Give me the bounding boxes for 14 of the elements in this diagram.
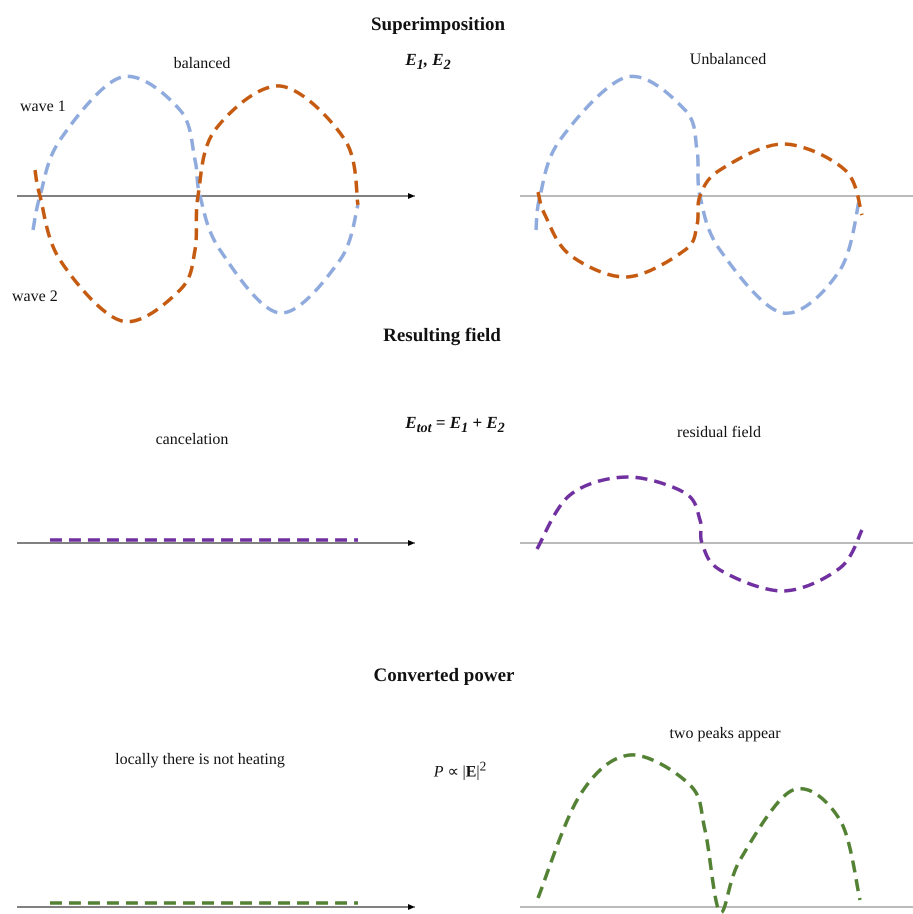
section-heading: Converted power	[374, 665, 514, 687]
section-heading: Resulting field	[383, 325, 501, 347]
plot-label: residual field	[677, 424, 761, 442]
plot-label: two peaks appear	[669, 725, 781, 743]
plot-label: Unbalanced	[690, 51, 766, 69]
curve-label: wave 1	[20, 98, 66, 116]
plot-label: cancelation	[156, 431, 228, 449]
equation: E$_{1}$, E$_{2}$	[405, 50, 451, 74]
curve-label: wave 2	[12, 288, 58, 306]
equation: P ∝ |E|$^{2}$	[434, 758, 486, 782]
equation: E$_{tot}$ = E$_{1}$ + E$_{2}$	[405, 412, 505, 438]
plot-label: locally there is not heating	[115, 751, 285, 769]
plot-label: balanced	[174, 55, 230, 73]
section-heading: Superimposition	[370, 14, 506, 36]
